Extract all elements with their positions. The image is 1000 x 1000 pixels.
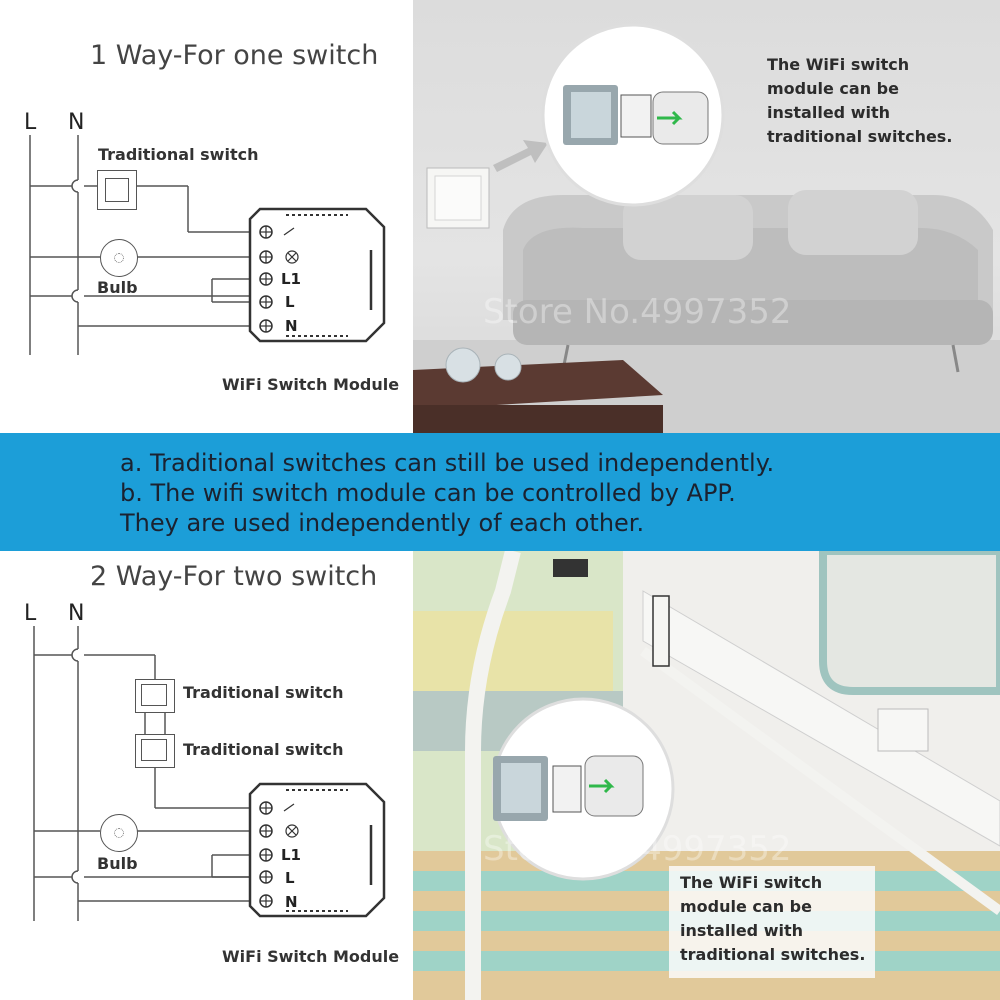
top-terminal-l1: L1 (281, 270, 301, 288)
bottom-caption-line-3: installed with (680, 921, 803, 940)
bottom-traditional-switch-2 (135, 734, 175, 768)
bottom-watermark: Store No.4997352 (483, 829, 792, 869)
bottom-caption-line-1: The WiFi switch (680, 873, 823, 892)
top-module-label: WiFi Switch Module (222, 375, 400, 394)
top-traditional-switch-label: Traditional switch (98, 145, 259, 164)
top-watermark: Store No.4997352 (483, 292, 792, 332)
bottom-caption-line-2: module can be (680, 897, 812, 916)
top-living-room-photo: Store No.4997352 The WiFi switch module … (413, 0, 1000, 433)
top-bulb-label: Bulb (97, 278, 138, 297)
top-bulb-icon (100, 239, 138, 277)
top-caption-line-4: traditional switches. (767, 127, 953, 146)
bottom-neutral-label: N (68, 601, 85, 626)
top-caption-line-2: module can be (767, 79, 899, 98)
bottom-caption-line-4: traditional switches. (680, 945, 866, 964)
top-caption-line-1: The WiFi switch (767, 55, 910, 74)
bottom-wiring-diagram: 2 Way-For two switch L N Traditional swi… (0, 551, 412, 1000)
banner-line-3: They are used independently of each othe… (120, 509, 645, 537)
top-wiring-diagram: 1 Way-For one switch L N Traditional swi… (0, 0, 412, 433)
top-terminal-n: N (285, 317, 298, 335)
info-banner: a. Traditional switches can still be use… (0, 433, 1000, 551)
bottom-caption: The WiFi switch module can be installed … (680, 871, 865, 967)
bottom-staircase-photo: Store No.4997352 The WiFi switch module … (413, 551, 1000, 1000)
bottom-wifi-switch-module (246, 780, 386, 920)
top-caption-line-3: installed with (767, 103, 890, 122)
bottom-switch1-label: Traditional switch (183, 683, 344, 702)
bottom-traditional-switch-1 (135, 679, 175, 713)
bottom-wiring-lines (33, 626, 258, 921)
bottom-module-label: WiFi Switch Module (222, 947, 400, 966)
top-traditional-switch (97, 170, 137, 210)
top-diagram-title: 1 Way-For one switch (90, 40, 379, 71)
bottom-switch2-label: Traditional switch (183, 740, 344, 759)
bottom-bulb-icon (100, 814, 138, 852)
top-caption: The WiFi switch module can be installed … (767, 53, 952, 149)
top-terminal-l: L (285, 293, 295, 311)
banner-line-1: a. Traditional switches can still be use… (120, 449, 775, 477)
top-neutral-label: N (68, 110, 85, 135)
bottom-terminal-n: N (285, 893, 298, 911)
bottom-bulb-label: Bulb (97, 854, 138, 873)
bottom-terminal-l: L (285, 869, 295, 887)
bottom-diagram-title: 2 Way-For two switch (90, 561, 378, 592)
top-wifi-switch-module (246, 205, 386, 345)
bottom-terminal-l1: L1 (281, 846, 301, 864)
top-live-label: L (24, 110, 37, 135)
banner-line-2: b. The wifi switch module can be control… (120, 479, 736, 507)
bottom-live-label: L (24, 601, 37, 626)
